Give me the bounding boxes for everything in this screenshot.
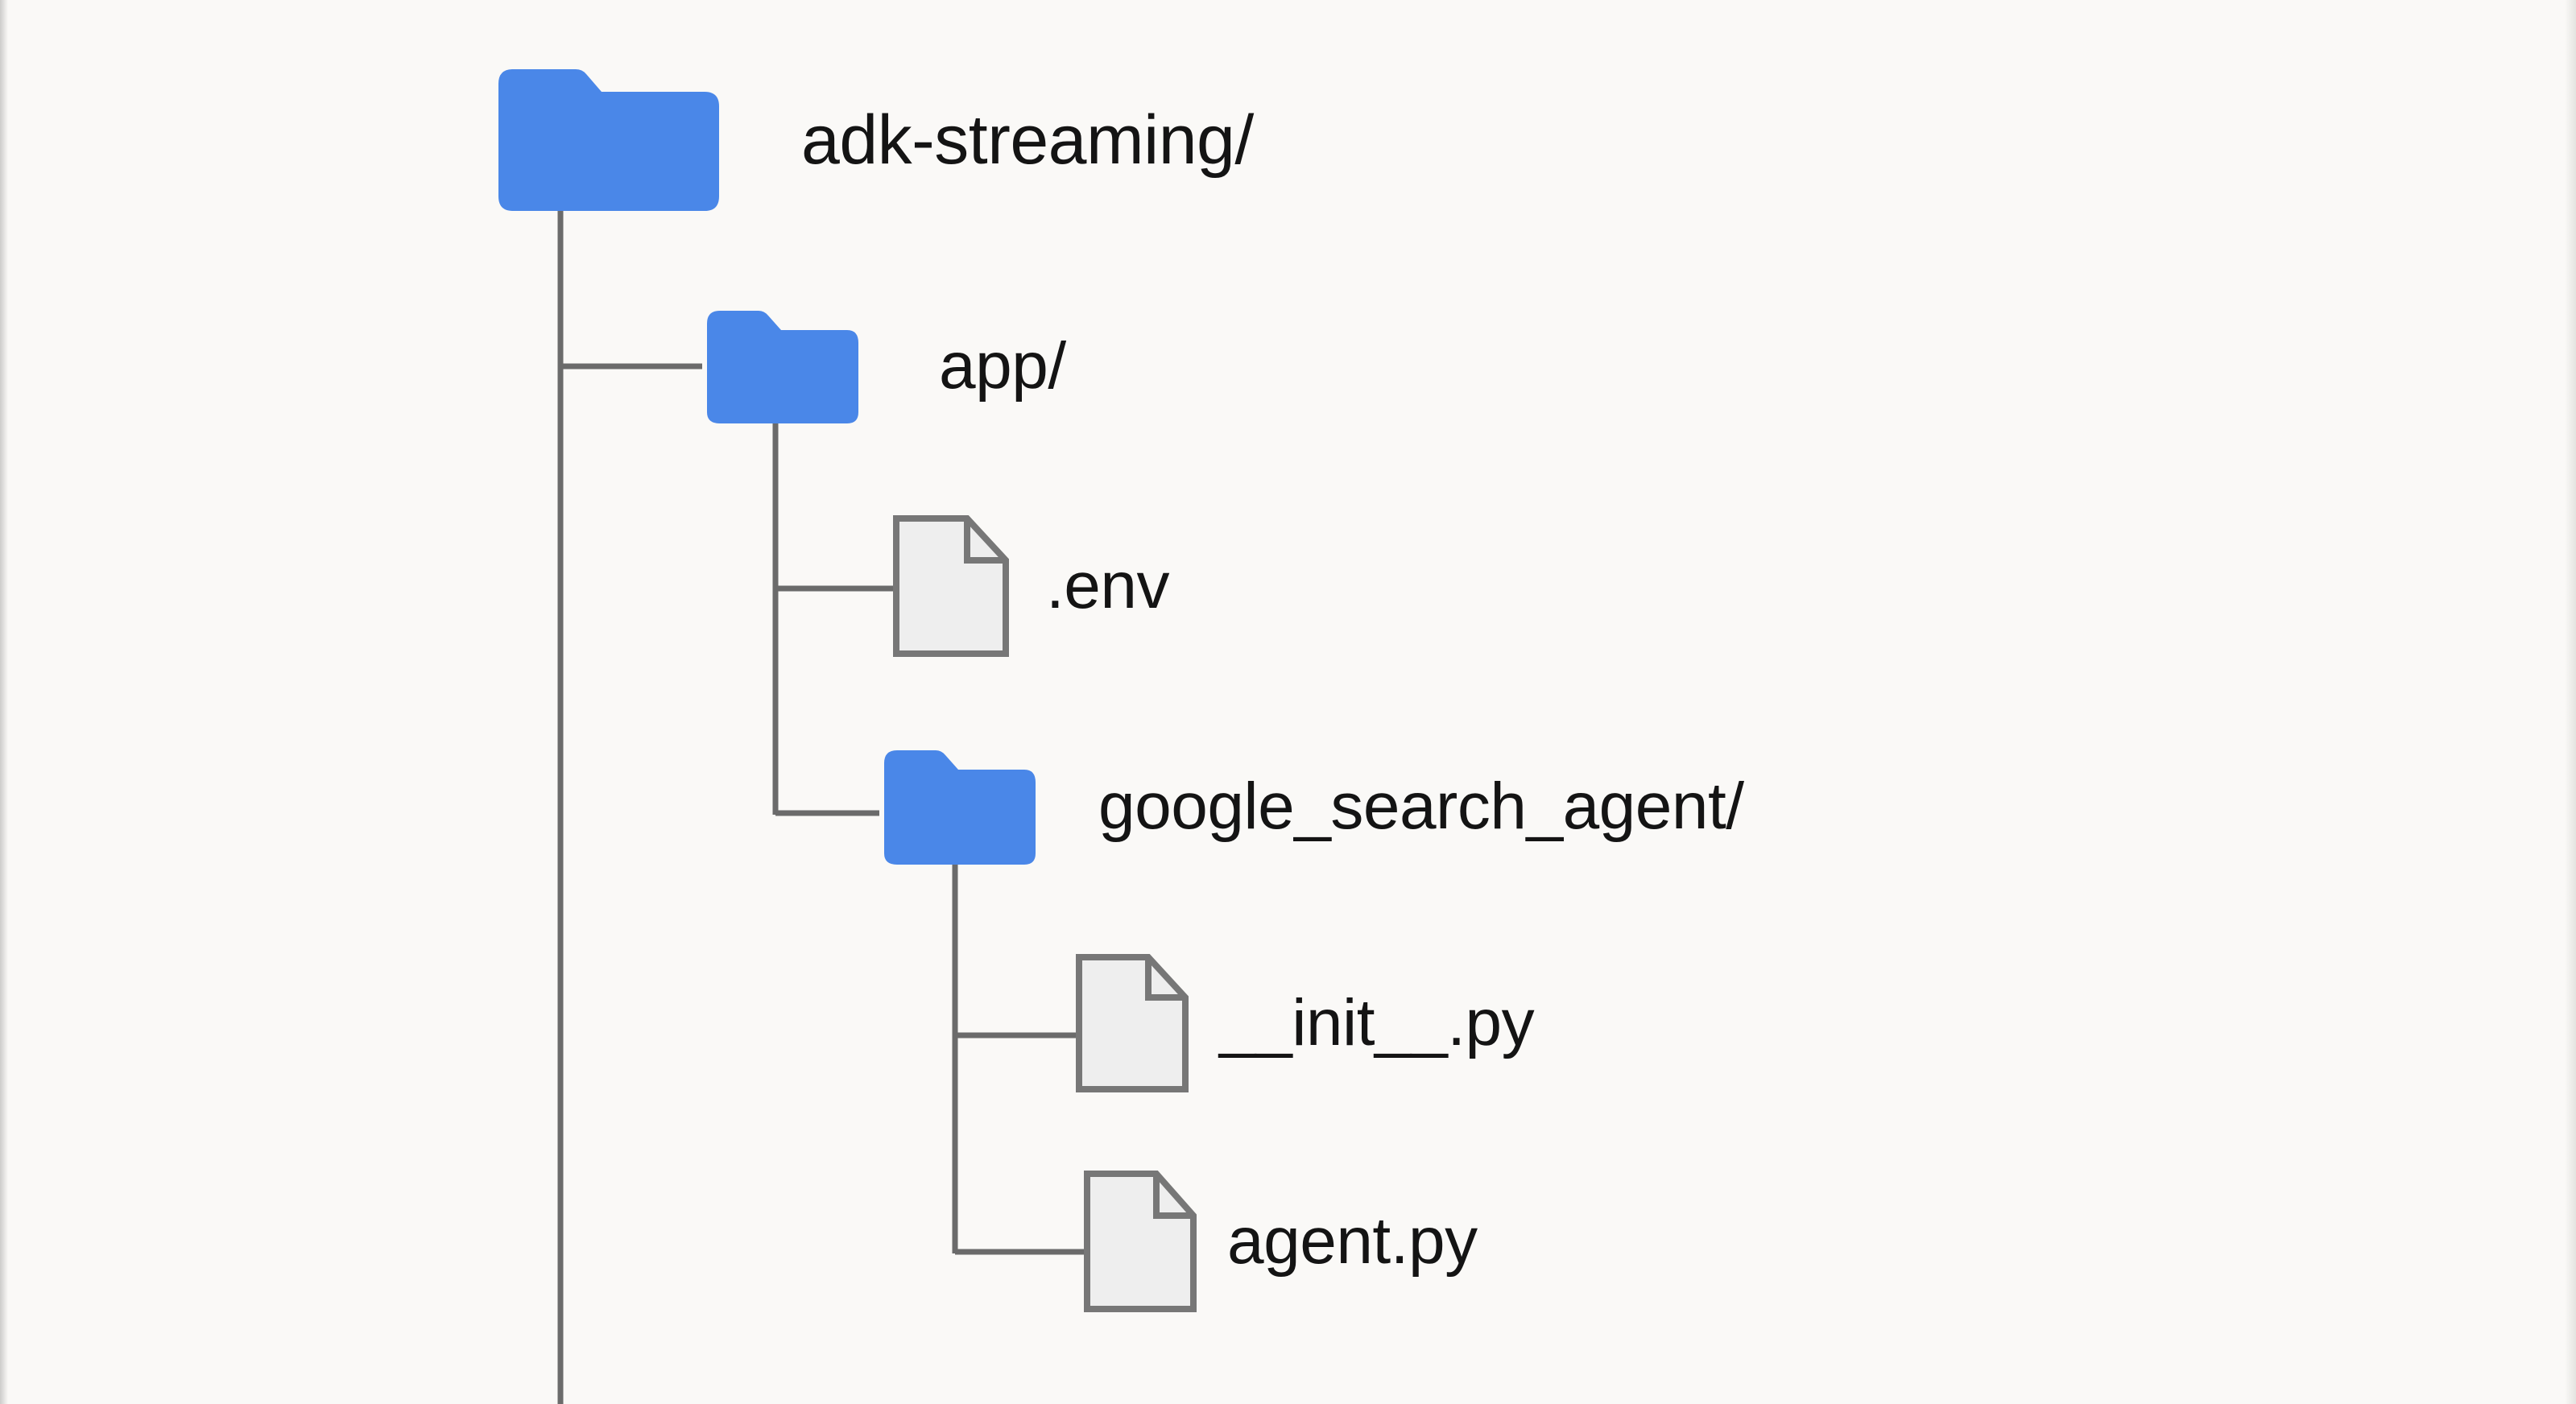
tree-node-label: adk-streaming/ bbox=[801, 101, 1254, 179]
tree-node-label: __init__.py bbox=[1219, 986, 1535, 1059]
folder-icon bbox=[487, 66, 719, 214]
tree-node-app[interactable]: app/ bbox=[699, 308, 1066, 425]
tree-node-label: google_search_agent/ bbox=[1098, 770, 1744, 843]
file-icon bbox=[891, 514, 1011, 659]
file-icon bbox=[1074, 952, 1190, 1094]
tree-node-label: .env bbox=[1046, 549, 1170, 622]
tree-node-google-search-agent[interactable]: google_search_agent/ bbox=[876, 747, 1744, 866]
tree-node-label: app/ bbox=[939, 329, 1066, 403]
tree-node-init-py[interactable]: __init__.py bbox=[1074, 952, 1535, 1094]
folder-icon bbox=[699, 308, 858, 425]
tree-node-env[interactable]: .env bbox=[891, 514, 1170, 659]
file-icon bbox=[1082, 1169, 1198, 1314]
tree-node-adk-streaming[interactable]: adk-streaming/ bbox=[487, 66, 1254, 214]
tree-node-agent-py[interactable]: agent.py bbox=[1082, 1169, 1478, 1314]
folder-icon bbox=[876, 747, 1036, 866]
tree-node-label: agent.py bbox=[1227, 1204, 1478, 1278]
